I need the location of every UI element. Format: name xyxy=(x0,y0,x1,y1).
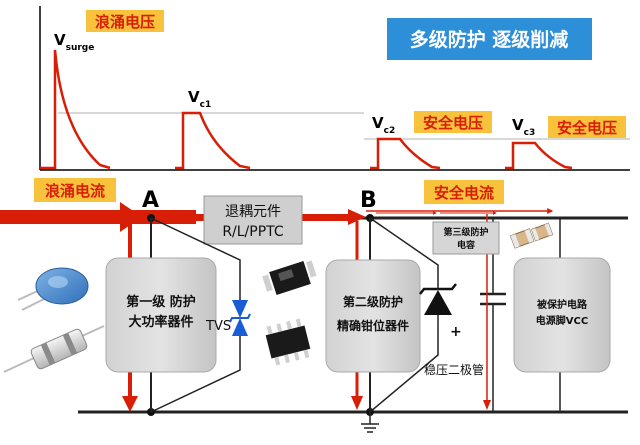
circuit: 浪涌电流 安全电流 A B 退耦元件 R/L/PPTC xyxy=(0,178,628,433)
protected-circuit-block xyxy=(513,257,611,373)
zener-diode-icon xyxy=(419,283,457,325)
v-c3-label: Vc3 xyxy=(512,116,535,138)
vc2-safe-tag-bg xyxy=(414,111,492,133)
smd-chip-icon xyxy=(262,260,317,295)
v-surge-label: Vsurge xyxy=(54,31,94,53)
vc3-safe-tag-bg xyxy=(548,116,626,138)
surge-voltage-tag: 浪涌电压 xyxy=(95,13,155,31)
tvs-bottom-wire xyxy=(150,350,241,413)
surge-current-arrowhead xyxy=(120,202,142,232)
decoupling-element-line1: 退耦元件 xyxy=(225,204,281,220)
stage3-current-arrowhead xyxy=(483,400,491,410)
tvs-diode-icon xyxy=(229,290,251,350)
stage2-current-arrowhead xyxy=(351,396,363,410)
load-label-line1: 被保护电路 xyxy=(537,298,588,311)
safe-current-tag-bg xyxy=(424,180,504,204)
stage3-label-bg xyxy=(432,221,500,255)
zener-bottom-wire xyxy=(369,325,439,413)
tvs-label: TVS xyxy=(205,319,231,334)
stage1-label-line2: 大功率器件 xyxy=(128,314,193,330)
varistor-icon xyxy=(17,267,89,311)
banner-bg xyxy=(387,18,592,60)
ceramic-capacitor-icon xyxy=(509,222,554,249)
surge-pulse xyxy=(40,49,111,170)
stage3-label-line1: 第三级防护 xyxy=(443,226,488,238)
vc1-pulse xyxy=(175,111,251,170)
node-a-label: A xyxy=(142,188,159,213)
surge-current-bar xyxy=(0,210,196,224)
vc3-pulse xyxy=(505,141,573,170)
ground-icon xyxy=(361,412,379,433)
v-c2-label: Vc2 xyxy=(372,114,395,136)
tvs-top-wire xyxy=(150,217,241,290)
banner-title: 多级防护 逐级削减 xyxy=(410,28,569,51)
mid-current-arrowhead xyxy=(348,209,366,225)
stage1-label-line1: 第一级 防护 xyxy=(126,294,196,310)
decoupling-element-box xyxy=(203,195,303,245)
surge-current-tag: 浪涌电流 xyxy=(45,182,105,200)
stage1-protection-block xyxy=(105,257,217,373)
zener-label: 稳压二极管 xyxy=(424,362,484,377)
zener-plus-sign: + xyxy=(450,324,462,340)
load-label-line2: 电源脚VCC xyxy=(536,314,588,327)
safe-current-tag: 安全电流 xyxy=(434,184,494,202)
decoupling-element-line2: R/L/PPTC xyxy=(222,224,284,240)
v-c1-label: Vc1 xyxy=(188,88,211,110)
stage2-label-line1: 第二级防护 xyxy=(343,294,403,309)
vc2-safe-tag: 安全电压 xyxy=(423,114,483,132)
zener-top-wire xyxy=(369,217,439,285)
stage2-protection-block xyxy=(325,259,421,373)
gas-discharge-tube-icon xyxy=(3,325,105,373)
soic-chip-icon xyxy=(265,318,311,366)
stage1-current-arrowhead xyxy=(122,396,138,412)
node-b-label: B xyxy=(360,188,377,213)
vc2-pulse xyxy=(370,137,441,170)
surge-voltage-tag-bg xyxy=(86,10,164,32)
waveform-panel: Vsurge 浪涌电压 Vc1 Vc2 安全电压 Vc3 安全电压 多级防护 逐… xyxy=(39,6,630,171)
vc3-safe-tag: 安全电压 xyxy=(557,119,617,137)
stage3-label-line2: 电容 xyxy=(457,239,475,251)
surge-current-tag-bg xyxy=(34,178,116,202)
stage2-label-line2: 精确钳位器件 xyxy=(337,318,409,333)
